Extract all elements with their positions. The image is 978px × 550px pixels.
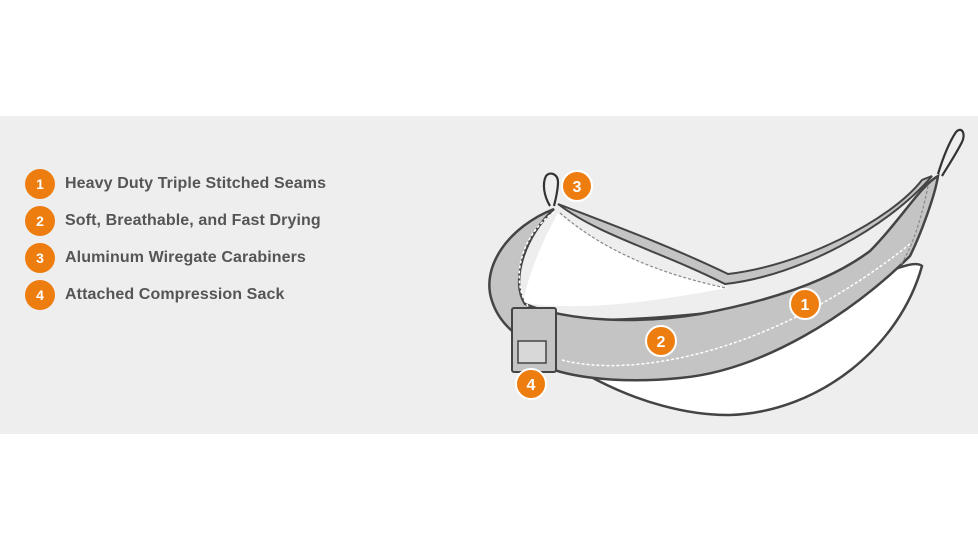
callout-fabric-number: 2 (657, 334, 666, 351)
callout-sack: 4 (515, 368, 547, 400)
carabiner-right-icon (936, 128, 965, 177)
feature-label: Soft, Breathable, and Fast Drying (65, 211, 321, 229)
feature-number-badge: 2 (25, 205, 55, 236)
callout-seams: 1 (789, 288, 821, 320)
carabiner-left-icon (542, 172, 560, 207)
hammock-illustration: 1 2 3 4 (488, 128, 965, 417)
feature-label: Heavy Duty Triple Stitched Seams (65, 174, 327, 192)
feature-item-carabiners: 3 Aluminum Wiregate Carabiners (25, 239, 326, 276)
stitch-line (518, 211, 555, 307)
stitch-line (561, 243, 911, 367)
feature-item-sack: 4 Attached Compression Sack (25, 276, 326, 313)
feature-label: Aluminum Wiregate Carabiners (65, 248, 306, 266)
feature-list: 1 Heavy Duty Triple Stitched Seams 2 Sof… (25, 165, 326, 313)
callout-seams-number: 1 (801, 297, 810, 314)
feature-item-seams: 1 Heavy Duty Triple Stitched Seams (25, 165, 326, 202)
callout-fabric: 2 (645, 325, 677, 357)
feature-number-badge: 4 (25, 279, 55, 310)
hammock-inner-fabric (523, 213, 728, 307)
callout-carabiner: 3 (561, 170, 593, 202)
feature-label: Attached Compression Sack (65, 285, 285, 303)
compression-sack-label (517, 340, 547, 364)
hammock-far-rim (557, 175, 933, 286)
callout-carabiner-number: 3 (573, 179, 582, 196)
callout-sack-number: 4 (527, 377, 536, 394)
feature-number-badge: 1 (25, 168, 55, 199)
feature-number-badge: 3 (25, 242, 55, 273)
feature-item-fabric: 2 Soft, Breathable, and Fast Drying (25, 202, 326, 239)
stitch-line (899, 185, 929, 267)
